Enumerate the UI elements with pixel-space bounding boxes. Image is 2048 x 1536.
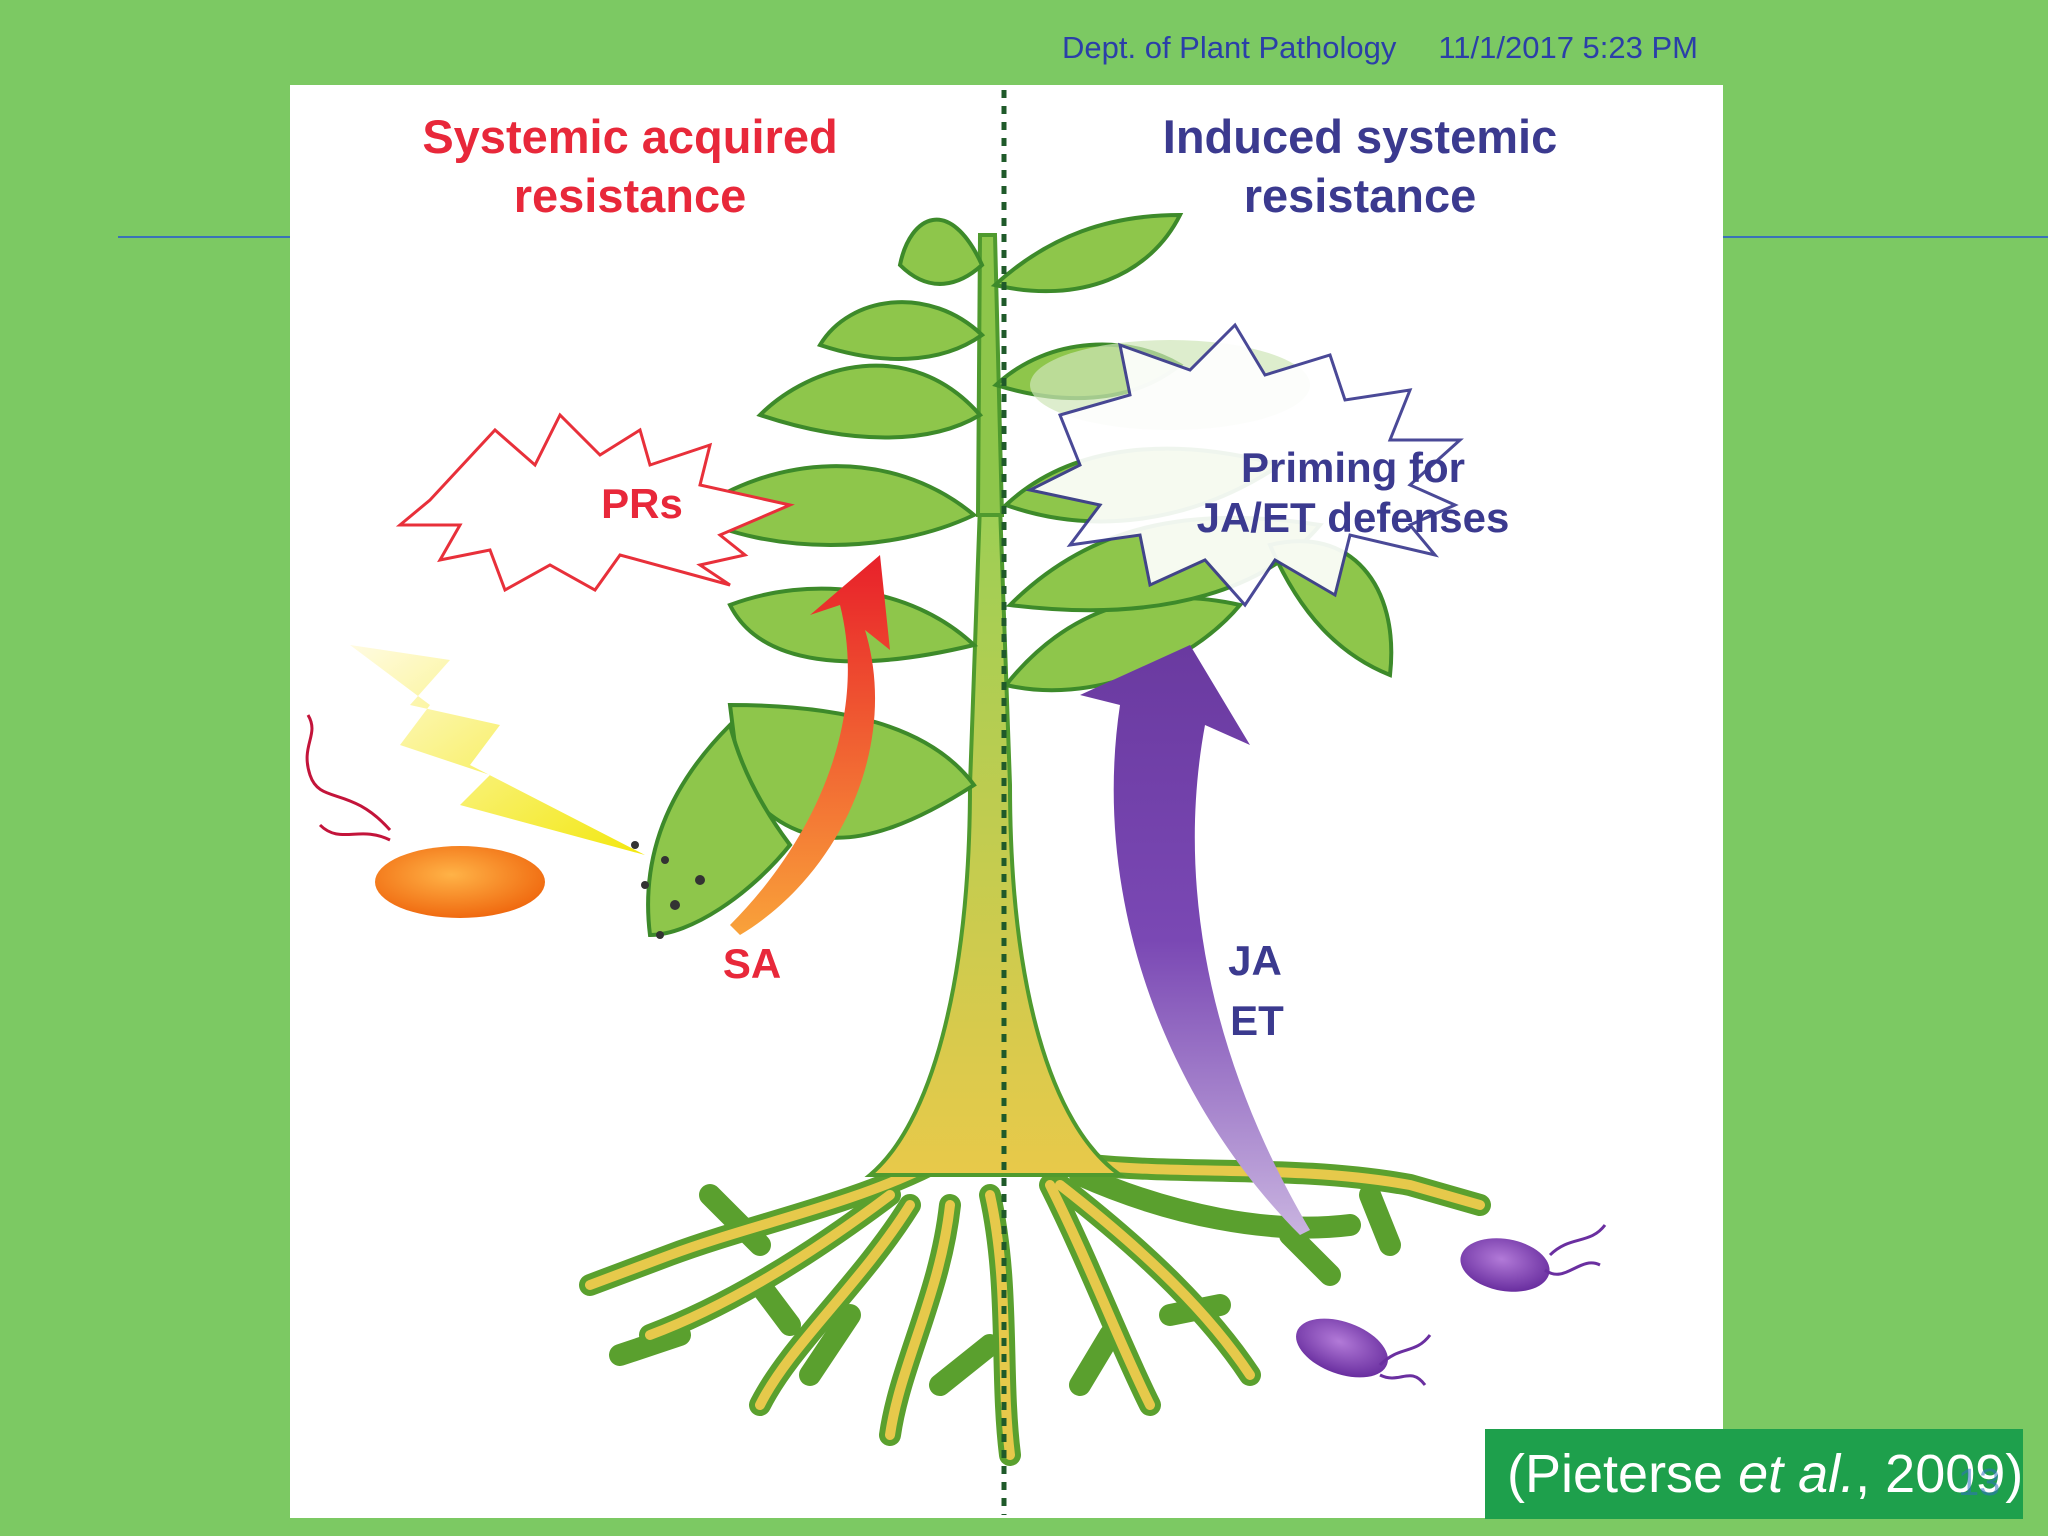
department-label: Dept. of Plant Pathology: [1062, 30, 1397, 65]
plant-illustration: Systemic acquired resistance Induced sys…: [305, 90, 1607, 1515]
upper-stem: [975, 233, 1005, 517]
prs-burst: [395, 412, 795, 593]
right-title-line1: Induced systemic: [1163, 110, 1557, 163]
root-system: [579, 1154, 1491, 1466]
citation-box: (Pieterse et al., 2009): [1485, 1429, 2023, 1519]
leaves: [646, 212, 1394, 938]
ja-label: JA: [1228, 937, 1282, 984]
root-bacterium-icon: [1296, 1318, 1388, 1378]
right-title-line2: resistance: [1244, 169, 1477, 222]
priming-burst: [1025, 322, 1464, 608]
citation-etal: et al.: [1738, 1444, 1856, 1504]
header-rule-right: [1720, 236, 2048, 238]
sa-arrow: [730, 555, 890, 935]
priming-label-line1: Priming for: [1241, 444, 1465, 491]
priming-label-line2: JA/ET defenses: [1197, 494, 1510, 541]
root-bacterium-icon: [1460, 1238, 1550, 1292]
citation-year: , 2009): [1855, 1444, 2024, 1504]
left-title-line1: Systemic acquired: [422, 110, 837, 163]
left-title-line2: resistance: [514, 169, 747, 222]
et-label: ET: [1230, 997, 1284, 1044]
date-time-label: 11/1/2017 5:23 PM: [1438, 30, 1698, 65]
slide-number: 13: [1958, 1462, 2001, 1504]
citation-author: (Pieterse: [1507, 1444, 1739, 1504]
resistance-diagram: Systemic acquired resistance Induced sys…: [290, 85, 1723, 1518]
disease-spots: [631, 841, 705, 939]
header-rule-left: [118, 236, 298, 238]
ja-et-arrow: [1080, 645, 1310, 1235]
lightning-bolt-icon: [350, 645, 645, 855]
sa-label: SA: [723, 940, 781, 987]
pathogen-flagellum: [305, 714, 392, 831]
slide-header: Dept. of Plant Pathology 11/1/2017 5:23 P…: [1062, 30, 1698, 66]
prs-label: PRs: [601, 480, 683, 527]
pathogen-bacterium-icon: [375, 846, 545, 918]
